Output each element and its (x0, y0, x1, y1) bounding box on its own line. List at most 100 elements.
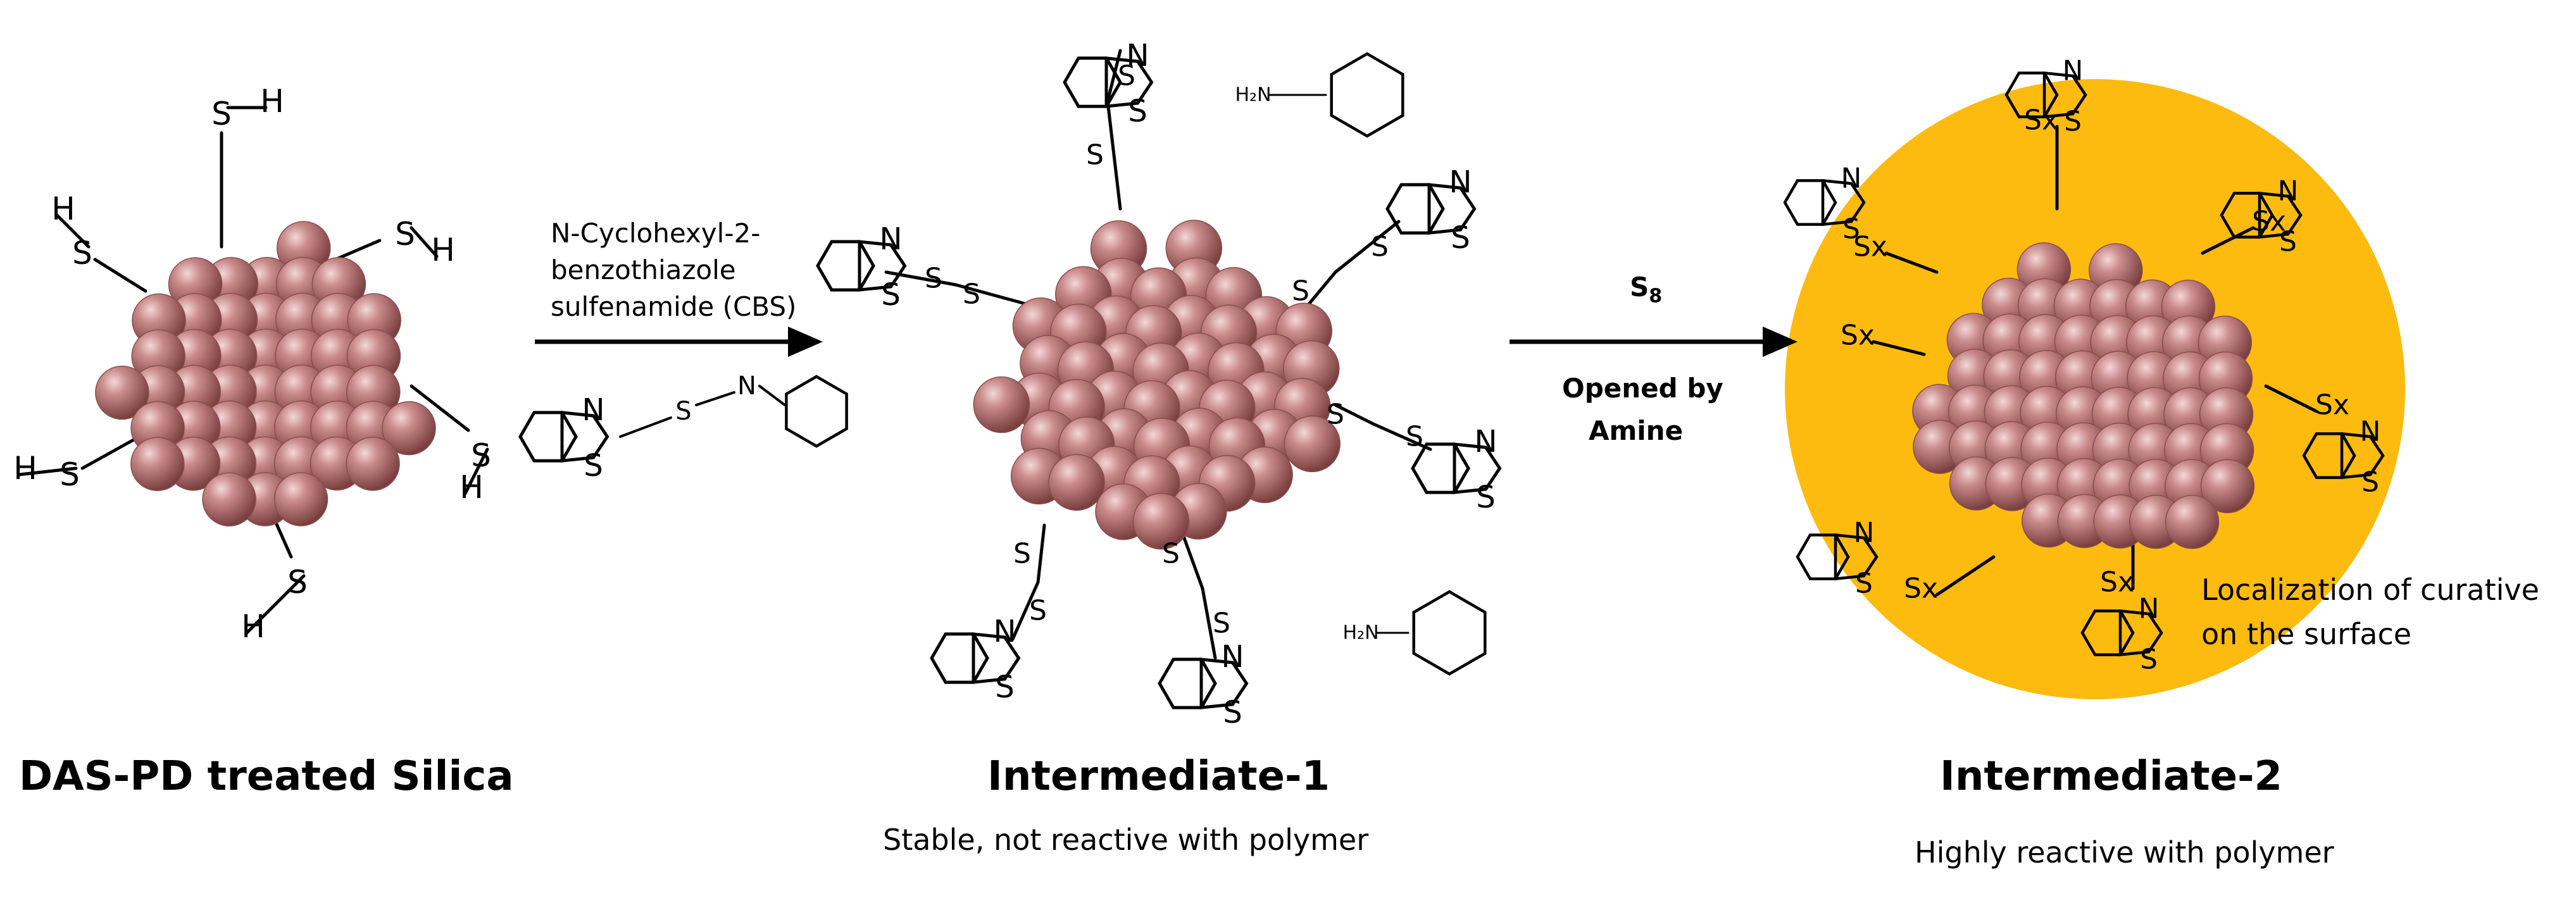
ring-sulfur: S (1223, 695, 1242, 730)
cbs-nitrogen: N (737, 371, 756, 401)
benzene-ring (1783, 179, 1837, 226)
ring-sulfur: S (1855, 568, 1873, 600)
cbs-bond (758, 385, 786, 406)
ring-nitrogen: N (879, 221, 902, 257)
intermediate2-sphere (2200, 459, 2255, 513)
intermediate1-sphere (1048, 454, 1105, 511)
disulfide-link (1011, 580, 1040, 641)
benzene-ring (518, 411, 578, 463)
ring-sulfur: S (995, 670, 1015, 705)
thiol-hydrogen: H (13, 450, 37, 487)
thiol-bond (93, 258, 147, 293)
step1-reagent-line2: benzothiazole (551, 254, 736, 285)
sx-link (2201, 226, 2255, 255)
ring-sulfur: S (2361, 466, 2379, 499)
step1-reagent-line1: N-Cyclohexyl-2- (551, 218, 761, 249)
silica-sphere (202, 472, 256, 527)
thiol-hydrogen: H (431, 232, 455, 268)
benzothiazole-group: NS (1796, 517, 1879, 600)
silica-sphere (95, 365, 149, 420)
benzothiazole-group: NS (2220, 175, 2303, 258)
ring-sulfur: S (1451, 220, 1470, 256)
ring-nitrogen: N (1449, 165, 1472, 200)
benzene-ring (1158, 658, 1217, 709)
silica-sphere (130, 437, 185, 491)
silica-sphere (273, 472, 328, 527)
disulfide-sulfur-b: S (1118, 60, 1135, 92)
disulfide-sulfur-a: S (1327, 399, 1344, 431)
ring-nitrogen: N (993, 614, 1016, 649)
thiol-hydrogen: H (260, 83, 284, 120)
benzothiazole-group: NS (2004, 55, 2087, 138)
thiazole-ring (1453, 442, 1502, 494)
thiol-sulfur: S (395, 216, 415, 253)
sulfur-symbol: S (1630, 271, 1649, 302)
thiazole-ring (2258, 191, 2303, 239)
ring-nitrogen: N (1474, 424, 1497, 459)
thiol-sulfur: S (471, 437, 491, 474)
sulfur-subscript: 8 (1649, 285, 1663, 308)
step2-arrow-head (1763, 327, 1798, 357)
step2-condition-line2: Amine (1589, 415, 1684, 446)
sh-bond (17, 466, 78, 477)
polysulfide-label: Sx (2024, 104, 2058, 137)
sh-bond (55, 213, 91, 249)
benzothiazole-group: NS (1063, 38, 1154, 129)
disulfide-sulfur-b: S (1213, 608, 1230, 640)
silica-title: DAS-PD treated Silica (19, 753, 514, 800)
sh-bond (410, 226, 439, 258)
ring-sulfur: S (2279, 226, 2297, 258)
step1-reagent-line3: sulfenamide (CBS) (551, 291, 797, 322)
step2-reagent: S8 (1630, 269, 1662, 315)
benzene-ring (1385, 183, 1445, 235)
thiazole-ring (1427, 183, 1477, 235)
ring-nitrogen: N (2139, 593, 2160, 625)
amine-label: H₂N (1342, 622, 1379, 644)
thiol-hydrogen: H (460, 469, 484, 506)
ring-sulfur: S (1476, 480, 1496, 515)
disulfide-link (1036, 523, 1046, 584)
step2-condition-line1: Opened by (1562, 373, 1723, 404)
ring-sulfur: S (584, 448, 603, 483)
thiol-sulfur: S (211, 96, 232, 132)
thiazole-ring (2042, 71, 2087, 119)
thiazole-ring (972, 632, 1021, 684)
benzothiazole-group: NS (2302, 416, 2385, 499)
ring-nitrogen: N (582, 392, 604, 428)
disulfide-sulfur-b: S (1371, 231, 1389, 263)
polysulfide-label: Sx (1841, 320, 1875, 352)
thiazole-ring (1834, 533, 1879, 581)
sx-link (1872, 340, 1926, 356)
thiazole-ring (2340, 432, 2385, 480)
disulfide-link (1106, 99, 1122, 211)
benzothiazole-group: NS (1158, 639, 1249, 730)
ring-sulfur: S (2064, 106, 2082, 138)
sh-bond (463, 447, 489, 496)
thiol-bond (80, 435, 141, 470)
ring-nitrogen: N (2278, 175, 2299, 208)
polysulfide-label: Sx (1904, 573, 1938, 605)
ring-sulfur: S (2140, 644, 2158, 676)
cyclohexyl-ring (1412, 590, 1487, 676)
benzothiazole-group: NS (2080, 593, 2163, 676)
intermediate1-sphere (1132, 492, 1190, 550)
silica-sphere (346, 437, 400, 491)
benzothiazole-group: NS (1411, 424, 1502, 515)
benzothiazole-group: NS (930, 614, 1021, 705)
thiol-sulfur: S (287, 564, 308, 601)
intermediate2-title: Intermediate-2 (1940, 753, 2283, 800)
disulfide-link (1201, 587, 1217, 660)
polysulfide-label: Sx (2315, 389, 2349, 421)
benzothiazole-group: NS (1783, 163, 1866, 246)
ring-nitrogen: N (1221, 639, 1244, 675)
ring-sulfur: S (1842, 213, 1860, 246)
intermediate2-subtitle: Highly reactive with polymer (1915, 835, 2334, 870)
disulfide-sulfur-a: S (1292, 275, 1310, 308)
intermediate1-title: Intermediate-1 (987, 753, 1330, 800)
thiazole-ring (858, 240, 907, 292)
disulfide-sulfur-b: S (1029, 595, 1047, 627)
cbs-cyclohexyl (785, 375, 848, 448)
benzene-ring (930, 632, 989, 684)
